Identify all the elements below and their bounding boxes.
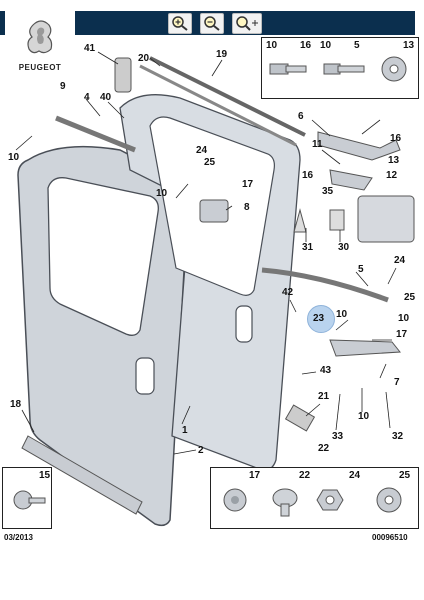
callout-41[interactable]: 41 (84, 43, 96, 54)
callout-20[interactable]: 20 (138, 53, 150, 64)
washer-icon (381, 56, 407, 82)
check-strap (284, 404, 316, 432)
brand-logo: PEUGEOT (5, 11, 75, 83)
part-number-label: 13 (403, 40, 415, 51)
callout-19[interactable]: 19 (216, 49, 228, 60)
highlighted-part-marker[interactable] (307, 305, 335, 333)
lower-rail (261, 267, 389, 303)
part-number-label: 5 (354, 40, 360, 51)
roller-assembly (329, 169, 373, 191)
weatherstrip-lower (139, 64, 297, 147)
part-number-label: 16 (300, 40, 312, 51)
callout-4[interactable]: 4 (84, 92, 90, 103)
callout-22[interactable]: 22 (318, 443, 330, 454)
plastic-rivet-icon (272, 488, 298, 517)
lion-logo-icon (27, 20, 53, 54)
callout-17[interactable]: 17 (396, 329, 408, 340)
zoom-out-button[interactable] (200, 13, 224, 34)
door-latch (199, 199, 229, 223)
bracket (114, 57, 132, 93)
callout-5[interactable]: 5 (358, 264, 364, 275)
part-number-label: 10 (320, 40, 332, 51)
callout-12[interactable]: 12 (386, 170, 398, 181)
brand-name: PEUGEOT (18, 63, 62, 72)
clip-plate (329, 209, 345, 231)
fastener-legend-bottom-left: 15 (2, 467, 52, 529)
callout-10[interactable]: 10 (398, 313, 410, 324)
fixing-kit (357, 195, 415, 243)
inner-handle-recess (235, 305, 253, 343)
callout-13[interactable]: 13 (388, 155, 400, 166)
zoom-pan-icon (236, 16, 258, 31)
callout-8[interactable]: 8 (244, 202, 250, 213)
fastener-legend-top: 10 16 10 5 13 (261, 37, 419, 99)
callout-35[interactable]: 35 (322, 186, 334, 197)
callout-31[interactable]: 31 (302, 242, 314, 253)
upper-hinge (317, 131, 401, 161)
callout-24[interactable]: 24 (196, 145, 208, 156)
leader-lines (15, 51, 397, 455)
callout-10[interactable]: 10 (8, 152, 20, 163)
callout-25[interactable]: 25 (404, 292, 416, 303)
flange-bolt-long-icon (323, 63, 365, 75)
callout-21[interactable]: 21 (318, 391, 330, 402)
door-handle-recess (135, 357, 155, 395)
callout-11[interactable]: 11 (312, 139, 323, 150)
callout-32[interactable]: 32 (392, 431, 404, 442)
callout-42[interactable]: 42 (282, 287, 294, 298)
callout-43[interactable]: 43 (320, 365, 332, 376)
flange-bolt-icon (269, 63, 307, 75)
callout-10[interactable]: 10 (336, 309, 348, 320)
diagram-date: 03/2013 (4, 533, 33, 542)
callout-10[interactable]: 10 (358, 411, 370, 422)
callout-40[interactable]: 40 (100, 92, 112, 103)
part-number-label: 25 (399, 470, 411, 481)
callout-33[interactable]: 33 (332, 431, 344, 442)
callout-6[interactable]: 6 (298, 111, 304, 122)
callout-2[interactable]: 2 (198, 445, 204, 456)
callout-24[interactable]: 24 (394, 255, 406, 266)
callout-25[interactable]: 25 (204, 157, 216, 168)
callout-10[interactable]: 10 (156, 188, 168, 199)
protective-strip (21, 435, 143, 515)
zoom-out-icon (204, 16, 220, 31)
callout-18[interactable]: 18 (10, 399, 22, 410)
callout-30[interactable]: 30 (338, 242, 350, 253)
lower-hinge (329, 339, 401, 357)
part-number-label: 24 (349, 470, 361, 481)
part-number-label: 17 (249, 470, 261, 481)
weatherstrip-upper (149, 56, 306, 137)
screw-icon (13, 490, 46, 510)
stop-buffer (293, 208, 307, 233)
torx-screw-icon (223, 488, 247, 512)
hex-nut-icon (316, 489, 344, 511)
diagram-reference-code: 00096510 (372, 533, 408, 542)
zoom-in-icon (172, 16, 188, 31)
washer-icon (376, 487, 402, 513)
callout-1[interactable]: 1 (182, 425, 188, 436)
part-number-label: 10 (266, 40, 278, 51)
callout-17[interactable]: 17 (242, 179, 254, 190)
callout-16b[interactable]: 16 (390, 133, 402, 144)
zoom-in-button[interactable] (168, 13, 192, 34)
zoom-pan-button[interactable] (232, 13, 262, 34)
fastener-legend-bottom-right: 17 22 24 25 (210, 467, 419, 529)
part-number-label: 22 (299, 470, 311, 481)
door-window-opening (47, 177, 159, 336)
callout-9[interactable]: 9 (60, 81, 66, 92)
callout-16[interactable]: 16 (302, 170, 314, 181)
callout-23[interactable]: 23 (313, 313, 325, 324)
part-number-label: 15 (39, 470, 51, 481)
fastener-icons-bottom (223, 487, 402, 517)
fastener-icons (269, 56, 407, 82)
guide-rail (55, 115, 136, 153)
callout-7[interactable]: 7 (394, 377, 400, 388)
